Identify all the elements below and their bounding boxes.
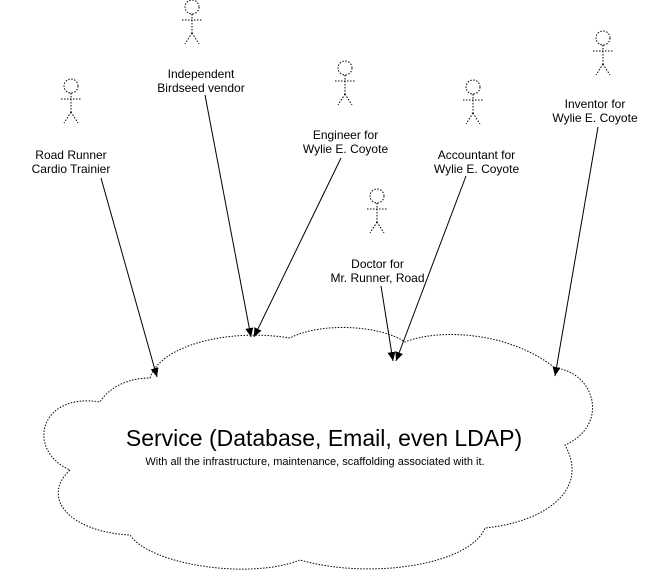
arrow-doctor <box>380 285 396 362</box>
actor-engineer <box>335 60 355 106</box>
actor-label-accountant: Accountant for Wylie E. Coyote <box>433 148 520 176</box>
service-subtitle: With all the infrastructure, maintenance… <box>145 456 485 468</box>
service-title: Service (Database, Email, even LDAP) <box>125 425 523 451</box>
actor-inventor <box>593 30 613 76</box>
actor-accountant <box>463 79 483 125</box>
arrow-birdseed-vendor <box>204 94 254 338</box>
actor-head-icon <box>63 78 79 94</box>
service-cloud <box>43 327 593 570</box>
actor-birdseed-vendor <box>182 0 202 45</box>
actor-label-road-runner-trainer: Road Runner Cardio Trainier <box>31 148 111 176</box>
actor-head-icon <box>337 60 353 76</box>
actor-label-inventor: Inventor for Wylie E. Coyote <box>552 97 638 125</box>
arrow-engineer <box>253 157 342 338</box>
actor-label-doctor: Doctor for Mr. Runner, Road <box>330 257 425 285</box>
actor-label-engineer: Engineer for Wylie E. Coyote <box>302 128 389 156</box>
actor-road-runner-trainer <box>61 78 81 124</box>
actor-head-icon <box>184 0 200 15</box>
actor-label-birdseed-vendor: Independent Birdseed vendor <box>157 67 245 95</box>
arrow-road-runner-trainer <box>100 177 159 378</box>
arrow-accountant <box>395 175 467 362</box>
actor-head-icon <box>369 188 385 204</box>
actor-head-icon <box>595 30 611 46</box>
actor-head-icon <box>465 79 481 95</box>
arrow-inventor <box>552 126 599 377</box>
actor-doctor <box>367 188 387 234</box>
